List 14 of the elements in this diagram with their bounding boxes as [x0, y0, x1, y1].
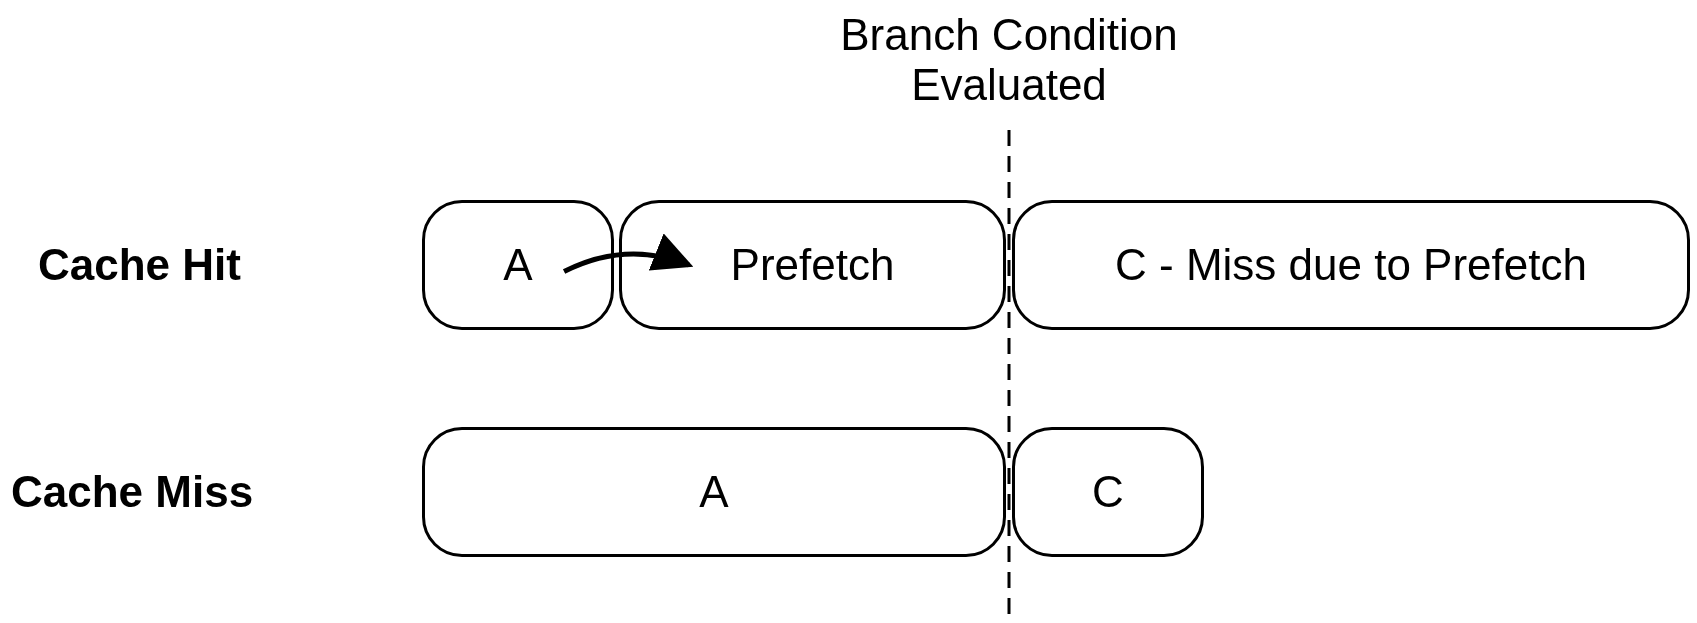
- phase-box: [1012, 200, 1690, 330]
- phase-label: Prefetch: [730, 240, 895, 290]
- phase-label: A: [699, 467, 729, 517]
- phase-box: [1012, 427, 1204, 557]
- phase-box: [422, 427, 1006, 557]
- phase-box: [619, 200, 1006, 330]
- phase-box: [422, 200, 614, 330]
- phase-label: C - Miss due to Prefetch: [1115, 240, 1587, 290]
- event-label: Branch Condition Evaluated: [839, 10, 1179, 110]
- row-label: Cache Miss: [11, 467, 255, 517]
- row-label: Cache Hit: [38, 240, 242, 290]
- phase-label: A: [503, 240, 533, 290]
- phase-label: C: [1092, 467, 1124, 517]
- arrow: [563, 234, 694, 274]
